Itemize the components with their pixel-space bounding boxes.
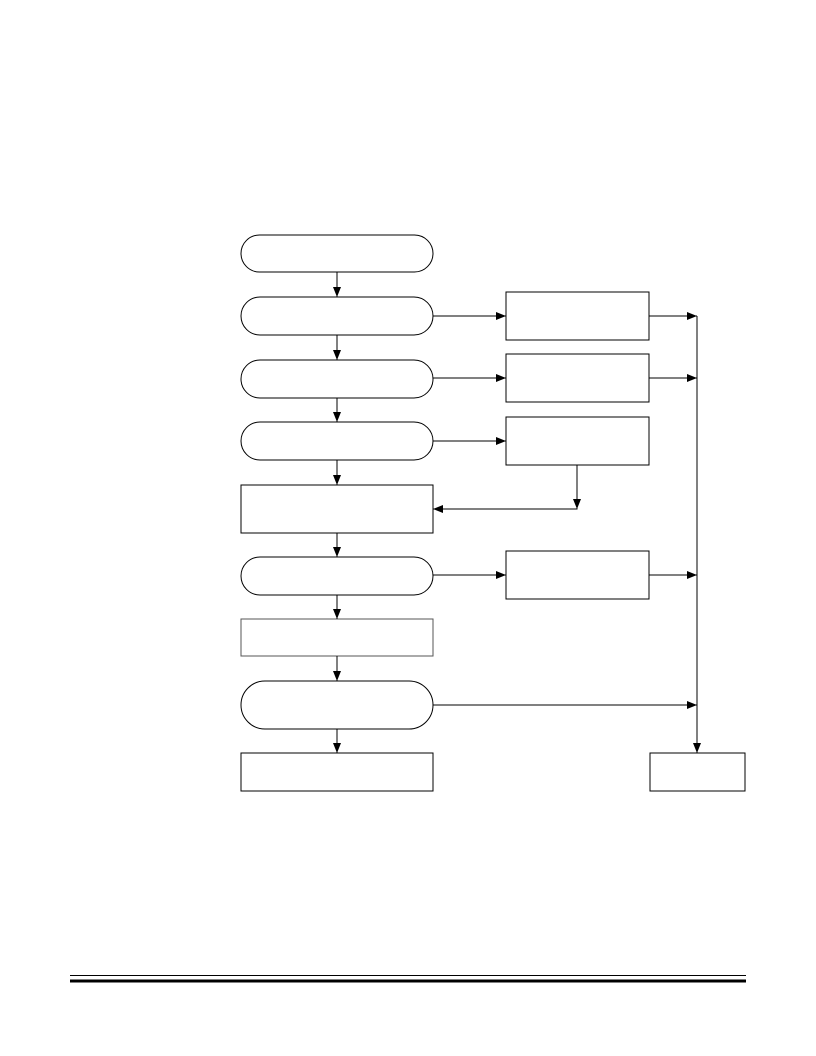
flow-node-step-8 xyxy=(240,680,434,730)
flow-node-step-6 xyxy=(240,556,434,596)
flow-node-step-4 xyxy=(240,421,434,461)
flow-node-side-4 xyxy=(505,550,650,600)
flow-node-terminal xyxy=(649,752,746,792)
flow-edge-side-3-step-5 xyxy=(433,465,578,513)
flow-node-side-1 xyxy=(505,291,650,341)
flow-node-step-5 xyxy=(240,484,434,534)
flow-node-side-3 xyxy=(505,416,650,466)
flow-node-step-2 xyxy=(240,296,434,336)
flow-node-side-2 xyxy=(505,353,650,403)
flow-node-step-9 xyxy=(240,752,434,792)
flow-node-step-7 xyxy=(240,618,434,657)
flow-node-step-1 xyxy=(240,234,434,273)
flow-node-step-3 xyxy=(240,359,434,399)
